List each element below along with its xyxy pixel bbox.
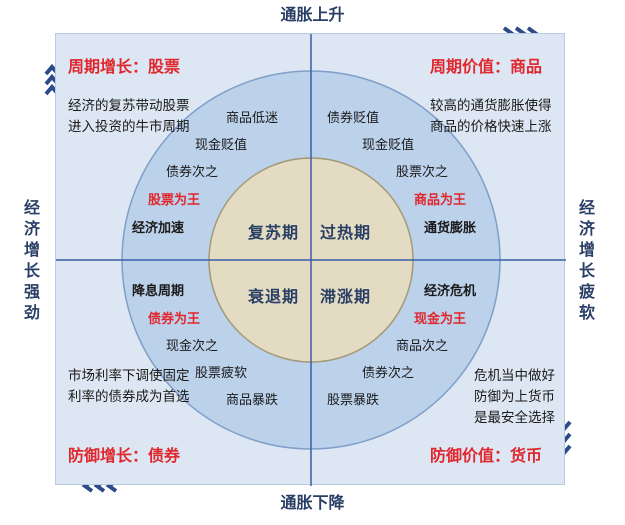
ring-label-stagflation-3: 商品次之 <box>396 339 449 354</box>
ring-label-recession-2: 债券为王 <box>148 312 201 327</box>
cycle-diagram <box>56 34 566 486</box>
ring-label-overheat-2: 现金贬值 <box>362 138 415 153</box>
quadrant-text-top-right: 较高的通货膨胀使得商品的价格快速上涨 <box>430 98 552 135</box>
quadrant-title-top-left: 周期增长：股票 <box>68 57 181 76</box>
quadrant-text-bottom-left: 市场利率下调使固定利率的债券成为首选 <box>68 368 190 405</box>
phase-stagflation: 滞涨期 <box>320 287 372 306</box>
ring-label-stagflation-2: 现金为王 <box>414 312 467 327</box>
quadrant-title-top-right: 周期价值：商品 <box>430 57 543 76</box>
ring-label-recession-3: 现金次之 <box>166 339 219 354</box>
ring-label-recovery-3: 债券次之 <box>166 165 219 180</box>
ring-label-overheat-5: 通货膨胀 <box>424 221 477 236</box>
axis-label-right: 经济增长疲软 <box>578 198 595 322</box>
ring-label-overheat-3: 股票次之 <box>396 165 449 180</box>
quadrant-text-top-left: 经济的复苏带动股票进入投资的牛市周期 <box>68 98 190 135</box>
ring-label-overheat-4: 商品为王 <box>414 193 467 208</box>
ring-label-recovery-1: 商品低迷 <box>226 111 279 126</box>
ring-label-stagflation-1: 经济危机 <box>424 284 477 299</box>
ring-label-recovery-2: 现金贬值 <box>195 138 248 153</box>
axis-label-bottom: 通胀下降 <box>280 493 345 512</box>
axis-label-top: 通胀上升 <box>280 5 345 24</box>
axis-label-left: 经济增长强劲 <box>23 198 40 322</box>
quadrant-text-bottom-right: 危机当中做好防御为上货币是最安全选择 <box>474 368 555 426</box>
ring-label-stagflation-4: 债券次之 <box>362 366 415 381</box>
phase-recession: 衰退期 <box>248 287 300 306</box>
phase-overheat: 过热期 <box>320 223 372 242</box>
ring-label-recovery-5: 经济加速 <box>132 221 185 236</box>
ring-label-recession-5: 商品暴跌 <box>226 393 279 408</box>
ring-label-recession-1: 降息周期 <box>132 284 185 299</box>
ring-label-stagflation-5: 股票暴跌 <box>327 393 380 408</box>
ring-label-recovery-4: 股票为王 <box>148 193 201 208</box>
phase-recovery: 复苏期 <box>248 223 300 242</box>
quadrant-title-bottom-right: 防御价值：货币 <box>430 446 543 465</box>
ring-label-overheat-1: 债券贬值 <box>327 111 380 126</box>
quadrant-title-bottom-left: 防御增长：债券 <box>68 446 181 465</box>
cycle-board: 周期增长：股票 周期价值：商品 防御增长：债券 防御价值：货币 经济的复苏带动股… <box>55 33 566 486</box>
ring-label-recession-4: 股票疲软 <box>195 366 248 381</box>
